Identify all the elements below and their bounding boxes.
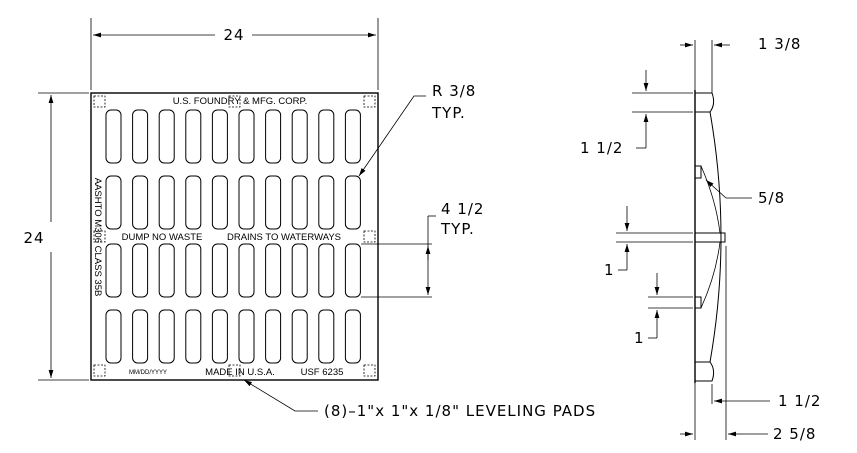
grate-underside-profile <box>709 111 722 363</box>
grate-slot <box>291 175 308 230</box>
rib-profile-upper <box>700 165 721 234</box>
height-dimension: 24 <box>23 92 89 381</box>
grate-slot <box>132 175 149 230</box>
bottom-offset-text: 1 1/2 <box>778 392 821 410</box>
grate-slot <box>132 109 149 164</box>
grate-slot <box>211 175 228 230</box>
rim-height-text: 1 1/2 <box>580 139 623 157</box>
slot-note-line1: 4 1/2 <box>441 200 484 218</box>
drains-to-waterways-text: DRAINS TO WATERWAYS <box>227 232 341 243</box>
rib-profile-lower <box>700 241 721 309</box>
grate-slot <box>238 109 255 164</box>
grate-slot <box>265 243 282 298</box>
grate-slot <box>265 109 282 164</box>
grate-slots <box>105 109 361 364</box>
grate-slot <box>158 309 175 364</box>
slot-note-line2: TYP. <box>440 220 475 238</box>
top-rim-section <box>694 92 715 113</box>
leveling-pads-note: (8)–1"x 1"x 1/8" LEVELING PADS <box>324 402 596 420</box>
leveling-pad <box>228 95 241 108</box>
overall-depth-text: 2 5/8 <box>773 425 816 443</box>
aashto-class-text: AASHTO M306 CLASS 35B <box>92 178 103 297</box>
lower-rib-text: 1 <box>634 329 645 347</box>
slot-length-dimension: 4 1/2 TYP. <box>361 200 484 298</box>
overall-depth-dimension: 2 5/8 <box>680 246 816 443</box>
grate-slot <box>185 309 202 364</box>
grate-slot <box>344 309 361 364</box>
grate-slot <box>265 175 282 230</box>
upper-rib-text: 1 <box>604 261 615 279</box>
grate-slot <box>265 309 282 364</box>
grate-slot <box>291 243 308 298</box>
radius-note-line1: R 3/8 <box>432 82 476 100</box>
grate-slot <box>105 175 122 230</box>
leveling-pad <box>93 95 106 108</box>
grate-slot <box>291 309 308 364</box>
grate-slot <box>344 175 361 230</box>
lower-rib-section <box>694 296 702 309</box>
leveling-pad <box>363 230 376 243</box>
leveling-pad <box>363 364 376 377</box>
leveling-pads <box>93 95 376 377</box>
plan-view: 24 24 U.S. FOUNDRY & MFG. CORP. DUMP <box>23 18 596 420</box>
made-in-text: MADE IN U.S.A. <box>205 367 275 378</box>
width-dimension: 24 <box>90 18 379 90</box>
width-dim-text: 24 <box>223 26 244 44</box>
grate-slot <box>318 309 335 364</box>
grate-slot <box>158 175 175 230</box>
bottom-offset-dimension: 1 1/2 <box>694 383 821 440</box>
side-offset-dimension: 5/8 <box>705 179 785 207</box>
upper-rib-dimension: 1 <box>604 206 693 279</box>
grate-slot <box>318 175 335 230</box>
grate-slot <box>344 109 361 164</box>
grate-slot <box>132 309 149 364</box>
bottom-rim-section <box>694 361 715 382</box>
grate-slot <box>105 309 122 364</box>
grate-outline <box>90 92 379 381</box>
radius-note-line2: TYP. <box>431 104 466 122</box>
grate-slot <box>105 243 122 298</box>
center-rib-section <box>694 232 726 243</box>
section-view: 1 3/8 1 1/2 5/8 <box>580 35 821 443</box>
radius-callout: R 3/8 TYP. <box>358 82 476 177</box>
grate-slot <box>185 175 202 230</box>
grate-slot <box>344 243 361 298</box>
part-number-text: USF 6235 <box>301 367 344 378</box>
date-code-text: MM/DD/YYYY <box>129 370 167 376</box>
foundry-name: U.S. FOUNDRY & MFG. CORP. <box>173 96 308 107</box>
grate-slot <box>158 243 175 298</box>
grate-slot <box>185 243 202 298</box>
height-dim-text: 24 <box>23 229 44 247</box>
grate-slot <box>211 243 228 298</box>
rim-height-dimension: 1 1/2 <box>580 70 693 157</box>
grate-slot <box>211 109 228 164</box>
grate-slot <box>238 243 255 298</box>
side-offset-text: 5/8 <box>758 189 785 207</box>
grate-slot <box>158 109 175 164</box>
dump-no-waste-text: DUMP NO WASTE <box>122 232 203 243</box>
grate-slot <box>291 109 308 164</box>
upper-rib-section <box>694 165 702 179</box>
grate-slot <box>185 109 202 164</box>
grate-slot <box>105 109 122 164</box>
leveling-pad <box>93 364 106 377</box>
grate-slot <box>211 309 228 364</box>
top-thickness-dim: 1 3/8 <box>758 35 801 53</box>
grate-slot <box>318 243 335 298</box>
grate-slot <box>238 175 255 230</box>
leveling-pads-callout: (8)–1"x 1"x 1/8" LEVELING PADS <box>243 379 596 420</box>
lower-rib-dimension: 1 <box>634 273 693 347</box>
grate-slot <box>238 309 255 364</box>
leveling-pad <box>93 230 106 243</box>
leveling-pad <box>363 95 376 108</box>
leveling-pad <box>228 364 241 377</box>
grate-slot <box>132 243 149 298</box>
grate-slot <box>318 109 335 164</box>
